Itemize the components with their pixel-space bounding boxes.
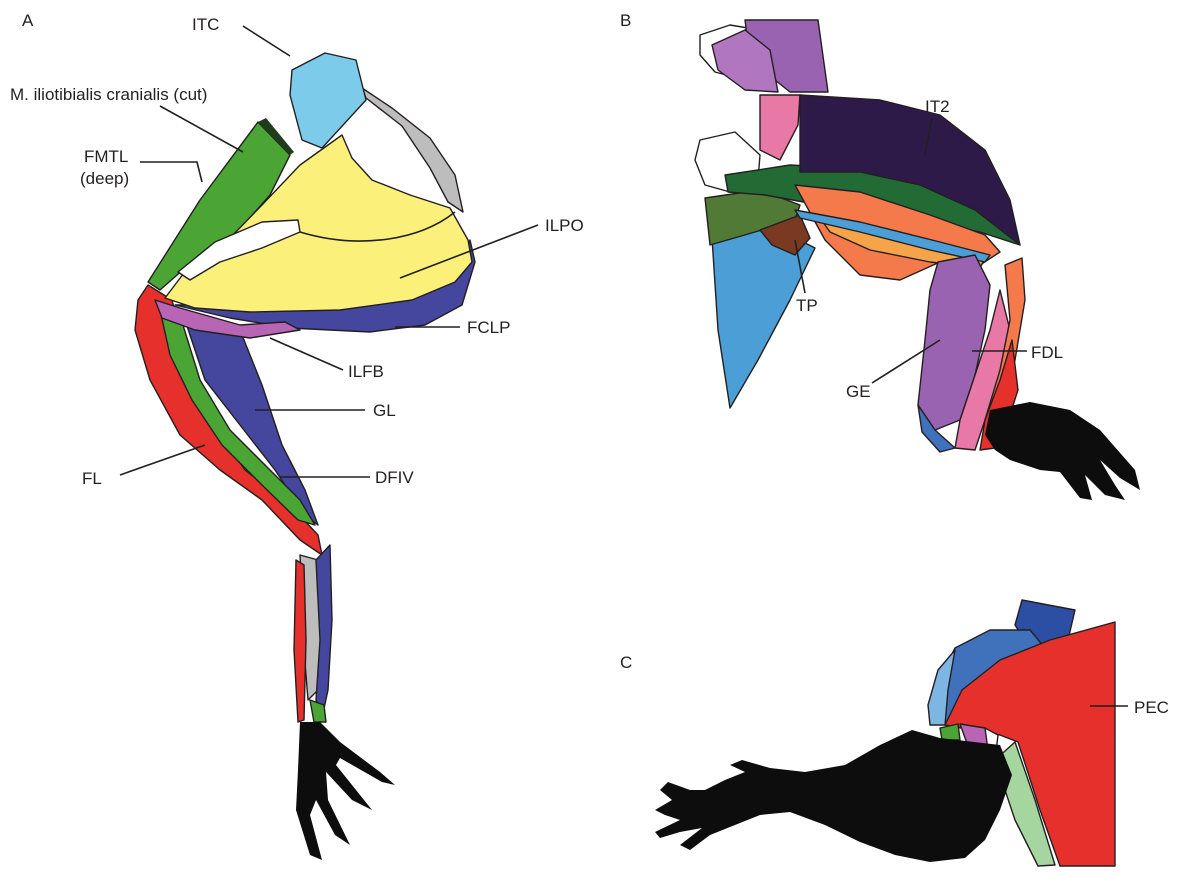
label-it2: IT2 (925, 97, 950, 116)
label-ilfb: ILFB (348, 362, 384, 381)
label-fmtl-deep: (deep) (80, 169, 129, 188)
label-ge: GE (846, 382, 871, 401)
blue-muscle-b (712, 225, 815, 408)
label-dfiv: DFIV (375, 468, 414, 487)
leader-itc (243, 26, 290, 56)
panel-b: B I (620, 11, 1140, 500)
leader-fmtl (140, 162, 202, 182)
itc-muscle (290, 53, 366, 148)
leader-fl (120, 445, 205, 475)
label-ilpo: ILPO (545, 216, 584, 235)
shank-red (294, 560, 306, 722)
label-fl: FL (82, 469, 102, 488)
label-gl: GL (373, 401, 396, 420)
label-fmtl: FMTL (84, 147, 128, 166)
arm-c (655, 730, 1012, 862)
leader-iliotibialis (160, 106, 243, 152)
foot-a (296, 722, 395, 860)
small-green-c (940, 724, 960, 740)
panel-a: A (10, 11, 584, 860)
leader-ilfb (270, 338, 343, 370)
panel-b-letter: B (620, 11, 631, 30)
label-itc: ITC (192, 15, 219, 34)
foot-b (985, 402, 1140, 500)
label-pec: PEC (1134, 698, 1169, 717)
pink-muscle-b (760, 95, 800, 160)
label-fdl: FDL (1031, 343, 1063, 362)
panel-a-letter: A (22, 11, 34, 30)
panel-c: C PEC (620, 600, 1169, 866)
panel-c-letter: C (620, 653, 632, 672)
label-tp: TP (796, 296, 818, 315)
label-fclp: FCLP (467, 318, 510, 337)
label-iliotibialis: M. iliotibialis cranialis (cut) (10, 85, 207, 104)
